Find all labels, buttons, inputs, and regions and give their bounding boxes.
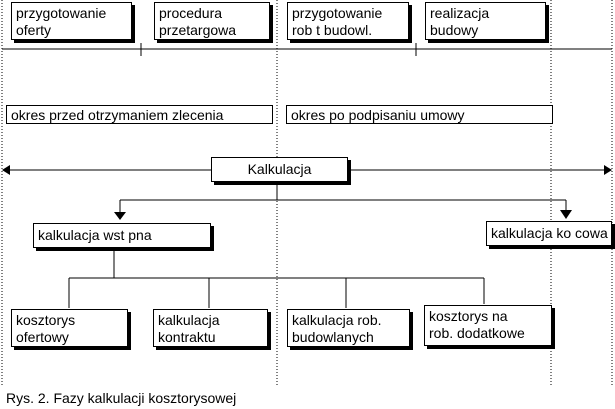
phase-box-procedura-przetargowa: procedura przetargowa — [154, 2, 270, 40]
period-after-contract: okres po podpisaniu umowy — [286, 105, 553, 124]
period-before-order: okres przed otrzymaniem zlecenia — [6, 105, 273, 124]
kalkulacja-rob-budowlanych-box: kalkulacja rob. budowlanych — [287, 309, 410, 347]
phase-box-realizacja-budowy: realizacja budowy — [425, 2, 546, 40]
phase-label: przetargowa — [159, 22, 237, 38]
leaf-label: kalkulacja — [158, 312, 220, 328]
phase-box-przygotowanie-oferty: przygotowanie oferty — [11, 2, 132, 40]
leaf-label: kosztorys na — [429, 308, 508, 324]
kosztorys-rob-dodatkowe-box: kosztorys na rob. dodatkowe — [424, 305, 552, 346]
kalkulacja-box: Kalkulacja — [211, 157, 348, 182]
kalkulacja-koncowa-box: kalkulacja ko cowa — [486, 221, 612, 246]
kosztorys-ofertowy-box: kosztorys ofertowy — [11, 309, 128, 347]
phase-label: rob t budowl. — [292, 22, 373, 38]
leaf-label: rob. dodatkowe — [429, 325, 525, 341]
phase-label: oferty — [16, 22, 52, 38]
figure-caption: Rys. 2. Fazy kalkulacji kosztorysowej — [6, 390, 237, 406]
leaf-label: kontraktu — [158, 329, 216, 345]
phase-label: przygotowanie — [16, 5, 107, 21]
phase-label: realizacja — [430, 5, 490, 21]
phase-box-przygotowanie-robot: przygotowanie rob t budowl. — [287, 2, 409, 40]
arrow-right-branch — [560, 210, 572, 219]
range-arrow-left-head — [2, 165, 10, 175]
kalkulacja-kontraktu-box: kalkulacja kontraktu — [153, 309, 268, 347]
leaf-label: kalkulacja rob. — [292, 312, 382, 328]
phase-label: procedura — [159, 5, 223, 21]
leaf-label: kosztorys — [16, 312, 76, 328]
arrow-left-branch — [114, 212, 126, 220]
range-arrow-right-head — [604, 165, 612, 175]
leaf-label: ofertowy — [16, 329, 69, 345]
phase-label: budowy — [430, 22, 479, 38]
phase-label: przygotowanie — [292, 5, 383, 21]
kalkulacja-wstepna-box: kalkulacja wst pna — [33, 223, 211, 248]
leaf-label: budowlanych — [292, 329, 374, 345]
